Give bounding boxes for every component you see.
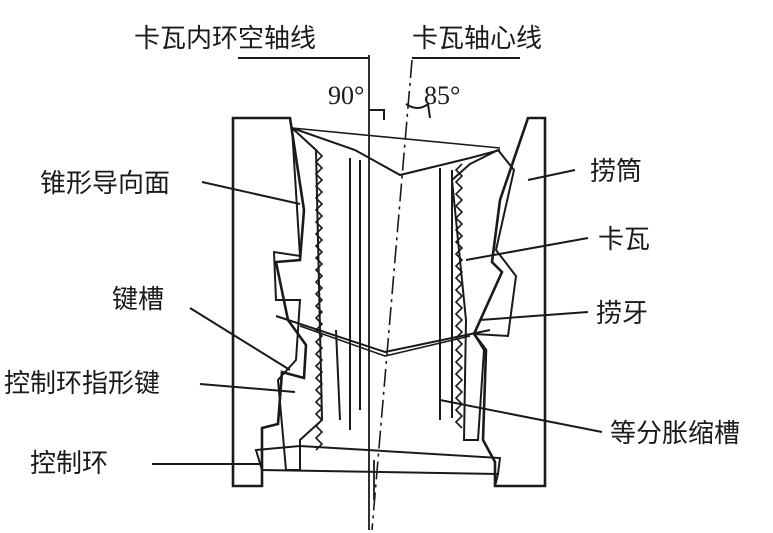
label-slip: 卡瓦 xyxy=(598,225,650,255)
slip-teeth-left xyxy=(314,149,324,451)
label-slip-axis: 卡瓦轴心线 xyxy=(412,24,542,54)
bottom-plate xyxy=(254,444,502,487)
barrel-body xyxy=(231,116,547,488)
slip-body xyxy=(272,125,518,471)
label-angle-90: 90° xyxy=(328,81,364,110)
leader-lines xyxy=(152,169,603,465)
label-expansion-slot: 等分胀缩槽 xyxy=(610,419,740,449)
label-barrel: 捞筒 xyxy=(590,157,642,187)
slip-axis-line xyxy=(371,59,413,531)
slip-teeth-right xyxy=(454,163,464,429)
angle-marker-85 xyxy=(405,102,431,119)
label-control-ring: 控制环 xyxy=(30,449,108,479)
inner-annulus-axis xyxy=(368,55,375,530)
label-angle-85: 85° xyxy=(424,81,460,110)
label-cone-guide: 锥形导向面 xyxy=(40,169,170,199)
label-keyway: 键槽 xyxy=(112,285,164,315)
label-control-ring-key: 控制环指形键 xyxy=(4,369,160,399)
label-inner-annulus-axis: 卡瓦内环空轴线 xyxy=(134,24,316,54)
angle-marker-90 xyxy=(369,109,385,120)
expansion-slots xyxy=(335,158,453,430)
label-teeth: 捞牙 xyxy=(596,299,648,329)
slip-top-cone xyxy=(291,127,501,177)
inner-cone-lines xyxy=(275,315,491,357)
